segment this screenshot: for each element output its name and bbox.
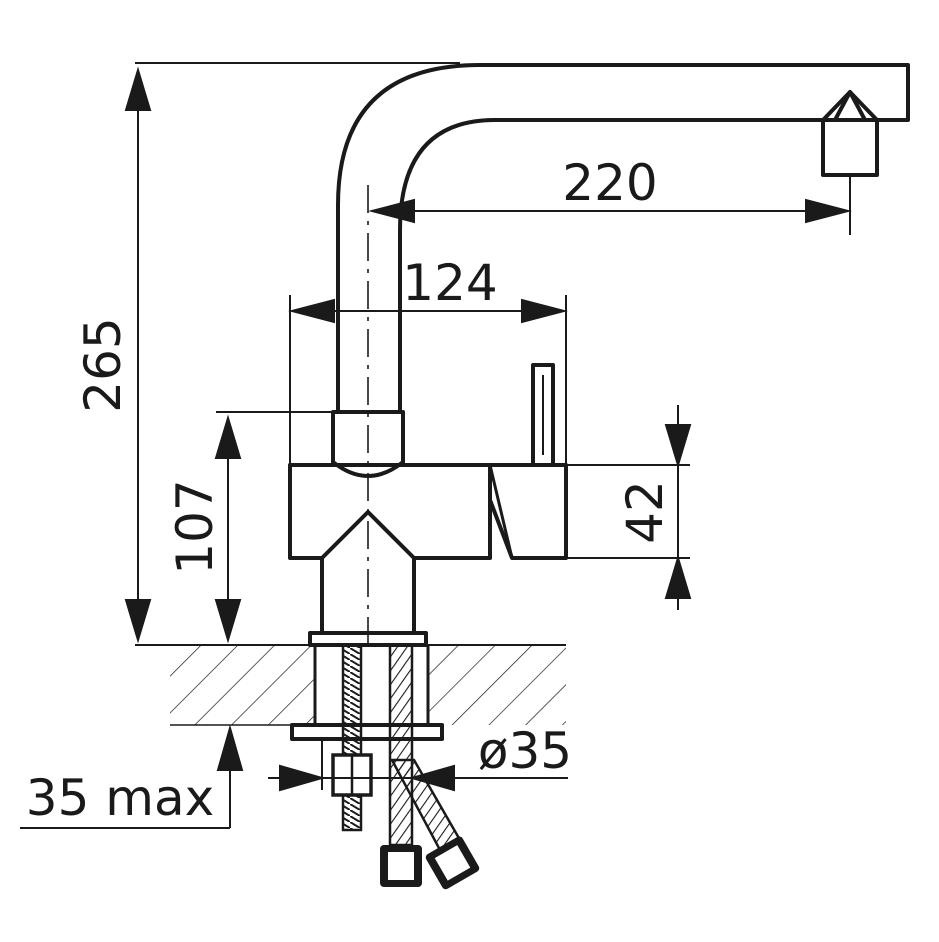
hose-2-fitting <box>425 836 480 890</box>
dim-handle-height: 42 <box>616 480 674 544</box>
flange-washer <box>290 723 444 741</box>
countertop <box>135 644 566 726</box>
dim-countertop-thickness: 35 max <box>26 769 214 827</box>
spout <box>336 63 910 412</box>
faucet <box>288 63 910 741</box>
hose-1 <box>388 643 414 847</box>
dim-body-height: 107 <box>166 479 224 574</box>
countertop-hatch-right <box>428 645 566 725</box>
threaded-stud <box>341 643 363 832</box>
dimension-lines <box>20 62 852 829</box>
dim-spout-reach: 220 <box>562 154 657 212</box>
lever-handle <box>531 363 555 467</box>
mixer-body <box>288 463 492 560</box>
dim-hole-diameter: ø35 <box>478 722 572 780</box>
countertop-hatch-left <box>170 645 315 725</box>
dim-total-height: 265 <box>74 317 132 412</box>
aerator <box>821 90 879 177</box>
dim-base-width: 124 <box>402 254 497 312</box>
connections <box>331 643 480 890</box>
